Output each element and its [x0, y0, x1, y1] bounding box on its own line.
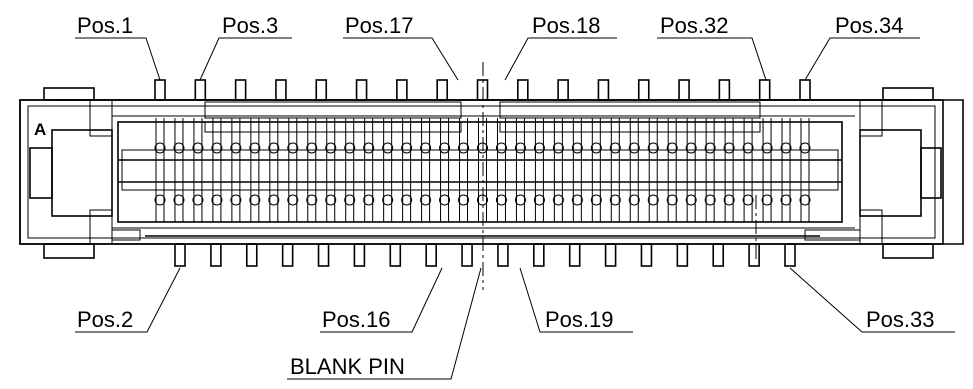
bottom-pin	[245, 243, 258, 267]
top-pin	[597, 79, 610, 101]
bottom-pin	[317, 243, 330, 267]
top-pin	[194, 79, 207, 101]
label-pos-1: Pos.1	[77, 13, 133, 38]
top-pin	[557, 79, 569, 101]
top-pin	[799, 79, 811, 101]
left-end-block: A	[29, 87, 141, 259]
contact	[173, 118, 185, 222]
top-pin	[758, 79, 771, 101]
contact	[192, 118, 204, 222]
contact	[666, 118, 678, 222]
label-pos-19: Pos.19	[545, 307, 614, 332]
label-pos-33: Pos.33	[866, 307, 935, 332]
contact	[230, 118, 242, 222]
top-pin	[436, 79, 448, 101]
bottom-pin	[174, 243, 186, 267]
contact	[211, 118, 223, 222]
contact	[154, 118, 166, 222]
contact	[647, 118, 659, 222]
contact	[742, 118, 754, 222]
contact	[306, 118, 318, 222]
contact	[287, 118, 299, 222]
bottom-pin	[784, 243, 796, 267]
contact	[799, 118, 811, 222]
bottom-pin	[210, 243, 222, 267]
top-pin	[637, 79, 650, 101]
bottom-pin	[425, 243, 437, 267]
top-pin	[517, 79, 529, 101]
contact	[382, 118, 394, 222]
right-end-block	[804, 87, 942, 259]
contact	[571, 118, 583, 222]
connector-housing	[19, 99, 964, 245]
bottom-pin	[568, 243, 581, 267]
bottom-pin	[604, 243, 617, 267]
contact	[363, 118, 375, 222]
bottom-pin	[712, 243, 725, 267]
top-pin	[234, 79, 247, 101]
bottom-pin	[281, 243, 294, 267]
label-pos-18: Pos.18	[532, 13, 601, 38]
label-pos-32: Pos.32	[660, 13, 729, 38]
contact	[325, 118, 337, 222]
bottom-pin	[676, 243, 689, 267]
top-callouts: Pos.1 Pos.3 Pos.17 Pos.18 Pos.32 Pos.34	[75, 13, 920, 81]
contact	[609, 118, 621, 222]
top-pin	[154, 79, 166, 101]
top-pin	[315, 79, 328, 101]
top-pin	[678, 79, 690, 101]
top-pin	[355, 79, 368, 101]
corner-mark: A	[34, 120, 46, 139]
contact	[249, 118, 261, 222]
top-pin	[718, 79, 731, 101]
contact	[495, 118, 507, 222]
label-pos-2: Pos.2	[77, 307, 133, 332]
bottom-callouts: Pos.2 Pos.16 Pos.19 Pos.33 BLANK PIN	[75, 267, 955, 380]
contact	[723, 118, 735, 222]
contact	[552, 118, 564, 222]
bottom-pin	[640, 243, 653, 267]
contact	[344, 118, 356, 222]
bottom-pin	[389, 243, 402, 267]
bottom-pin	[533, 243, 545, 267]
bottom-pin	[748, 243, 760, 267]
contact	[685, 118, 697, 222]
bottom-pin	[497, 243, 509, 267]
top-pin	[275, 79, 287, 101]
bottom-pin	[353, 243, 366, 267]
label-pos-34: Pos.34	[835, 13, 904, 38]
bottom-pin	[461, 243, 473, 267]
bottom-pin-row	[174, 243, 796, 267]
contact	[514, 118, 526, 222]
contact	[533, 118, 545, 222]
contact	[780, 118, 792, 222]
contact	[420, 118, 432, 222]
contact	[761, 118, 773, 222]
contact	[590, 118, 602, 222]
label-pos-16: Pos.16	[322, 307, 391, 332]
label-blank-pin: BLANK PIN	[290, 354, 405, 379]
contact	[458, 118, 470, 222]
label-pos-17: Pos.17	[345, 13, 414, 38]
label-pos-3: Pos.3	[222, 13, 278, 38]
contact	[439, 118, 451, 222]
contact	[268, 118, 280, 222]
top-pin	[396, 79, 408, 101]
contact	[628, 118, 640, 222]
contact	[704, 118, 716, 222]
contact	[401, 118, 413, 222]
